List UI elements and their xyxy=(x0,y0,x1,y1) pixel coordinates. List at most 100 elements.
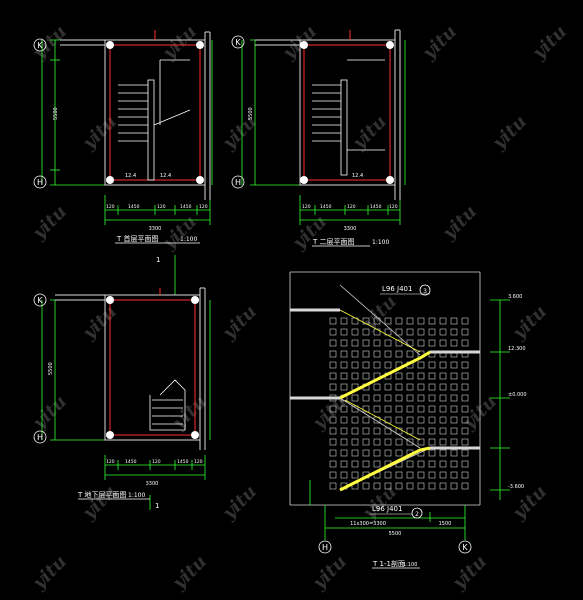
hatch-cell xyxy=(329,471,337,479)
watermark-text: yitu xyxy=(508,301,551,344)
hatch-cell xyxy=(373,361,381,369)
hatch-cell xyxy=(340,427,348,435)
hatch-cell xyxy=(417,482,425,490)
hatch-cell xyxy=(329,427,337,435)
hatch-cell xyxy=(450,460,458,468)
watermark-text: yitu xyxy=(168,391,211,434)
hatch-cell xyxy=(329,405,337,413)
hatch-cell xyxy=(417,471,425,479)
hatch-cell xyxy=(340,471,348,479)
hatch-cell xyxy=(406,328,414,336)
watermark-text: yitu xyxy=(308,551,351,594)
plan-title: T 二层平面图 xyxy=(312,238,355,246)
hatch-cell xyxy=(351,372,359,380)
hatch-cell xyxy=(450,328,458,336)
hatch-cell xyxy=(362,438,370,446)
watermark-text: yitu xyxy=(418,21,461,64)
hatch-cell xyxy=(450,394,458,402)
watermark-text: yitu xyxy=(278,21,321,64)
hatch-cell xyxy=(428,460,436,468)
hatch-cell xyxy=(450,383,458,391)
hatch-cell xyxy=(362,372,370,380)
hatch-cell xyxy=(461,383,469,391)
hatch-cell xyxy=(329,383,337,391)
dimension-label: 120 xyxy=(106,204,115,210)
axis-label-h: H xyxy=(37,178,43,187)
hatch-cell xyxy=(406,372,414,380)
hatch-cell xyxy=(417,372,425,380)
hatch-cell xyxy=(406,394,414,402)
hatch-cell xyxy=(373,427,381,435)
hatch-cell xyxy=(351,350,359,358)
hatch-cell xyxy=(439,372,447,380)
dimension-label: 120 xyxy=(302,204,311,210)
hatch-cell xyxy=(362,361,370,369)
hatch-cell xyxy=(461,317,469,325)
hatch-cell xyxy=(373,482,381,490)
hatch-cell xyxy=(384,383,392,391)
hatch-cell xyxy=(362,460,370,468)
hatch-cell xyxy=(406,460,414,468)
hatch-cell xyxy=(428,372,436,380)
section-hatch-grid xyxy=(329,317,469,490)
hatch-cell xyxy=(450,317,458,325)
hatch-cell xyxy=(428,427,436,435)
dim-landing: 1500 xyxy=(439,521,452,527)
hatch-cell xyxy=(351,427,359,435)
hatch-cell xyxy=(340,328,348,336)
hatch-cell xyxy=(384,394,392,402)
hatch-cell xyxy=(417,361,425,369)
hatch-cell xyxy=(461,328,469,336)
hatch-cell xyxy=(428,317,436,325)
hatch-cell xyxy=(362,482,370,490)
hatch-cell xyxy=(395,350,403,358)
hatch-cell xyxy=(428,383,436,391)
hatch-cell xyxy=(384,438,392,446)
hatch-cell xyxy=(373,394,381,402)
hatch-cell xyxy=(428,339,436,347)
hatch-cell xyxy=(395,328,403,336)
hatch-cell xyxy=(461,339,469,347)
hatch-cell xyxy=(417,438,425,446)
hatch-cell xyxy=(450,361,458,369)
hatch-cell xyxy=(384,405,392,413)
hatch-cell xyxy=(439,482,447,490)
level-label: 12.4 xyxy=(352,173,363,179)
dim-vertical: 5500 xyxy=(53,107,59,120)
dimension-label: 1450 xyxy=(177,459,189,465)
detail-ref-circle: 2 xyxy=(415,511,419,518)
hatch-cell xyxy=(450,416,458,424)
hatch-cell xyxy=(439,449,447,457)
hatch-cell xyxy=(406,471,414,479)
hatch-cell xyxy=(428,482,436,490)
hatch-cell xyxy=(417,383,425,391)
hatch-cell xyxy=(373,460,381,468)
hatch-cell xyxy=(362,350,370,358)
watermark-text: yitu xyxy=(78,301,121,344)
hatch-cell xyxy=(373,383,381,391)
hatch-cell xyxy=(439,383,447,391)
hatch-cell xyxy=(329,449,337,457)
dim-vertical: 5500 xyxy=(248,107,254,120)
hatch-cell xyxy=(439,438,447,446)
hatch-cell xyxy=(395,416,403,424)
plan-scale: 1:100 xyxy=(372,239,389,246)
hatch-cell xyxy=(439,405,447,413)
hatch-cell xyxy=(373,339,381,347)
axis-label-k: K xyxy=(235,38,241,47)
hatch-cell xyxy=(406,405,414,413)
watermark-text: yitu xyxy=(78,111,121,154)
hatch-cell xyxy=(351,460,359,468)
hatch-cell xyxy=(351,328,359,336)
hatch-cell xyxy=(384,427,392,435)
hatch-cell xyxy=(362,394,370,402)
hatch-cell xyxy=(362,427,370,435)
plan-title: T 首层平面图 xyxy=(116,234,159,243)
level-label: 12.4 xyxy=(125,173,136,179)
dimension-label: 1450 xyxy=(370,204,382,210)
